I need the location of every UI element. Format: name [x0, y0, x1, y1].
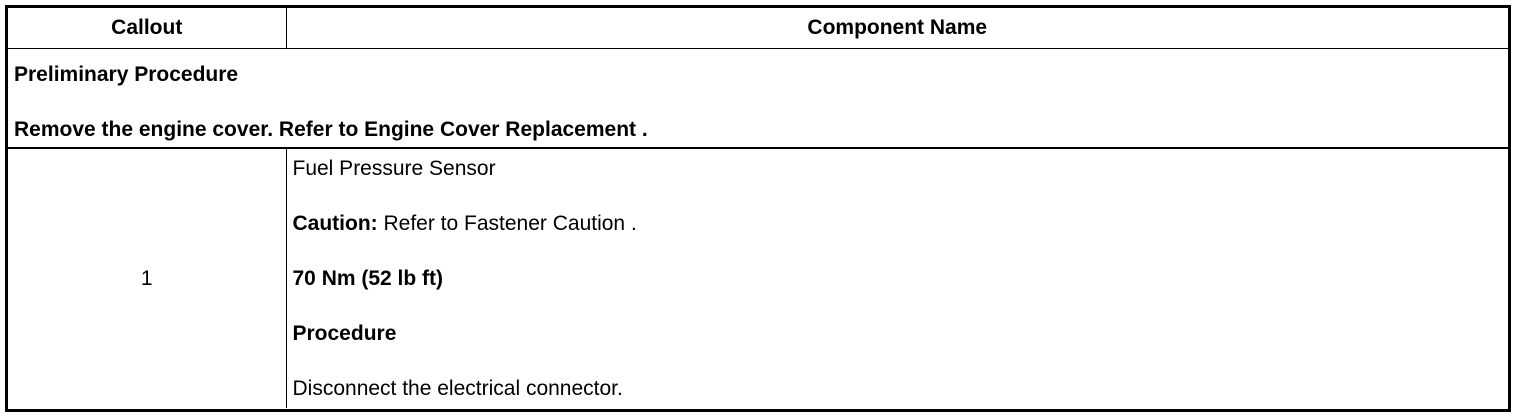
callout-number: 1 [8, 148, 287, 408]
procedure-step: Disconnect the electrical connector. [292, 377, 623, 400]
preliminary-step: Remove the engine cover. Refer to Engine… [14, 118, 648, 141]
caution-label: Caution: [292, 212, 378, 235]
header-callout: Callout [8, 8, 287, 49]
component-cell: Fuel Pressure Sensor Caution: Refer to F… [286, 148, 1508, 408]
preliminary-title: Preliminary Procedure [14, 63, 239, 86]
preliminary-cell: Preliminary Procedure Remove the engine … [8, 48, 1508, 149]
table-row: 1 Fuel Pressure Sensor Caution: Refer to… [8, 148, 1508, 408]
preliminary-row: Preliminary Procedure Remove the engine … [8, 48, 1508, 149]
procedure-label: Procedure [292, 322, 397, 345]
component-table: Callout Component Name Preliminary Proce… [8, 8, 1508, 408]
caution-line: Caution: Refer to Fastener Caution . [293, 210, 1509, 238]
component-name: Fuel Pressure Sensor [292, 157, 496, 180]
header-component-name: Component Name [286, 8, 1508, 49]
torque-spec: 70 Nm (52 lb ft) [292, 267, 444, 290]
caution-text: Refer to Fastener Caution . [377, 212, 637, 235]
table-header-row: Callout Component Name [8, 8, 1508, 49]
component-table-frame: Callout Component Name Preliminary Proce… [5, 5, 1511, 412]
